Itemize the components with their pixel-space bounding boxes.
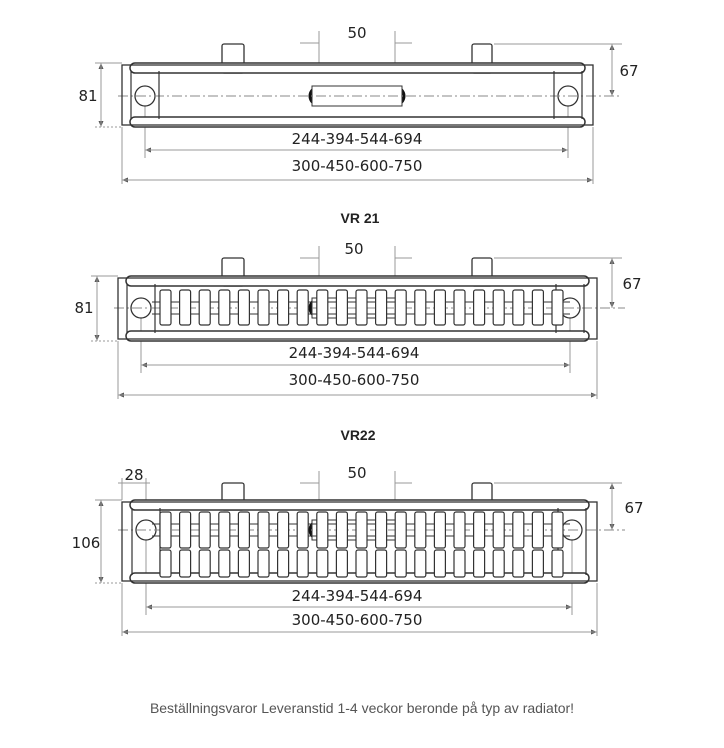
radiator-fin — [159, 549, 172, 578]
radiator-fin — [375, 289, 388, 326]
radiator-fin — [179, 549, 192, 578]
radiator-fin — [512, 289, 525, 326]
radiator-fin — [218, 549, 231, 578]
radiator-fin — [355, 549, 368, 578]
dim-bracket-label: 67 — [622, 275, 641, 293]
dim-outer-label: 300-450-600-750 — [292, 157, 423, 175]
radiator-fin — [159, 289, 172, 326]
radiator-fin — [375, 549, 388, 578]
dim-outer-label: 300-450-600-750 — [289, 371, 420, 389]
delivery-note: Beställningsvaror Leveranstid 1-4 veckor… — [149, 700, 575, 716]
dim-bracket-label: 67 — [619, 62, 638, 80]
radiator-fin — [198, 549, 211, 578]
radiator-fin — [335, 511, 348, 549]
radiator-fin — [277, 549, 290, 578]
radiator-fin — [316, 549, 329, 578]
radiator-fin — [316, 289, 329, 326]
radiator-fin — [414, 289, 427, 326]
radiator-fin — [296, 289, 309, 326]
radiator-fin — [453, 549, 466, 578]
dim-center-label: 50 — [347, 464, 366, 482]
radiator-fin — [335, 289, 348, 326]
radiator-fin — [414, 549, 427, 578]
radiator-fin — [394, 511, 407, 549]
radiator-drawing-1: 50 81 67 244-394-544-694 300-450-600-750 — [78, 24, 639, 184]
radiator-fin — [394, 549, 407, 578]
dim-height-label: 81 — [74, 299, 93, 317]
radiator-fin — [492, 549, 505, 578]
radiator-fin — [453, 289, 466, 326]
radiator-fin — [355, 289, 368, 326]
radiator-fin — [394, 289, 407, 326]
dim-inner-label: 244-394-544-694 — [289, 344, 420, 362]
dim-center-label: 50 — [347, 24, 366, 42]
radiator-fin — [551, 289, 564, 326]
radiator-fin — [512, 549, 525, 578]
radiator-fin — [159, 511, 172, 549]
radiator-fin — [257, 511, 270, 549]
drawing-title: VR22 — [340, 427, 375, 443]
radiator-fin — [257, 289, 270, 326]
radiator-fin — [492, 289, 505, 326]
radiator-fin — [473, 289, 486, 326]
radiator-fin — [179, 511, 192, 549]
radiator-frame — [121, 64, 594, 126]
radiator-fin — [492, 511, 505, 549]
radiator-fin — [551, 511, 564, 549]
radiator-fin — [531, 289, 545, 326]
dim-inner-label: 244-394-544-694 — [292, 587, 423, 605]
radiator-fin — [433, 511, 446, 549]
radiator-fin — [335, 549, 348, 578]
radiator-fin — [296, 511, 309, 549]
radiator-fin — [237, 289, 250, 326]
radiator-fin — [198, 511, 211, 549]
drawing-title: VR 21 — [341, 210, 380, 226]
radiator-fin — [277, 289, 290, 326]
dim-height-label: 81 — [78, 87, 97, 105]
radiator-fin — [375, 511, 388, 549]
radiator-fin — [218, 511, 231, 549]
radiator-drawing-vr21: VR 21 50 81 67 244-394-544-694 300-450-6… — [74, 210, 642, 399]
radiator-fin — [277, 511, 290, 549]
radiator-fin — [296, 549, 309, 578]
radiator-fin — [433, 549, 446, 578]
radiator-fin — [237, 549, 250, 578]
dim-height-label: 106 — [72, 534, 101, 552]
dim-bracket-label: 67 — [624, 499, 643, 517]
radiator-fin — [179, 289, 192, 326]
radiator-fin — [531, 511, 545, 549]
dim-outer-label: 300-450-600-750 — [292, 611, 423, 629]
radiator-fin — [551, 549, 564, 578]
radiator-fin — [453, 511, 466, 549]
radiator-fin — [473, 511, 486, 549]
radiator-fin — [414, 511, 427, 549]
radiator-fin — [257, 549, 270, 578]
dim-inner-label: 244-394-544-694 — [292, 130, 423, 148]
radiator-fin — [433, 289, 446, 326]
dim-side-label: 28 — [124, 466, 143, 484]
radiator-frame — [117, 277, 598, 340]
radiator-fin — [237, 511, 250, 549]
radiator-fin — [316, 511, 329, 549]
radiator-fin — [473, 549, 486, 578]
radiator-frame — [121, 501, 598, 582]
radiator-fin — [512, 511, 525, 549]
radiator-fin — [218, 289, 231, 326]
radiator-fin — [355, 511, 368, 549]
dim-center-label: 50 — [344, 240, 363, 258]
radiator-drawing-vr22: VR22 28 50 106 67 244-394-544-694 300-45… — [72, 427, 644, 636]
radiator-fin — [531, 549, 545, 578]
radiator-fin — [198, 289, 211, 326]
